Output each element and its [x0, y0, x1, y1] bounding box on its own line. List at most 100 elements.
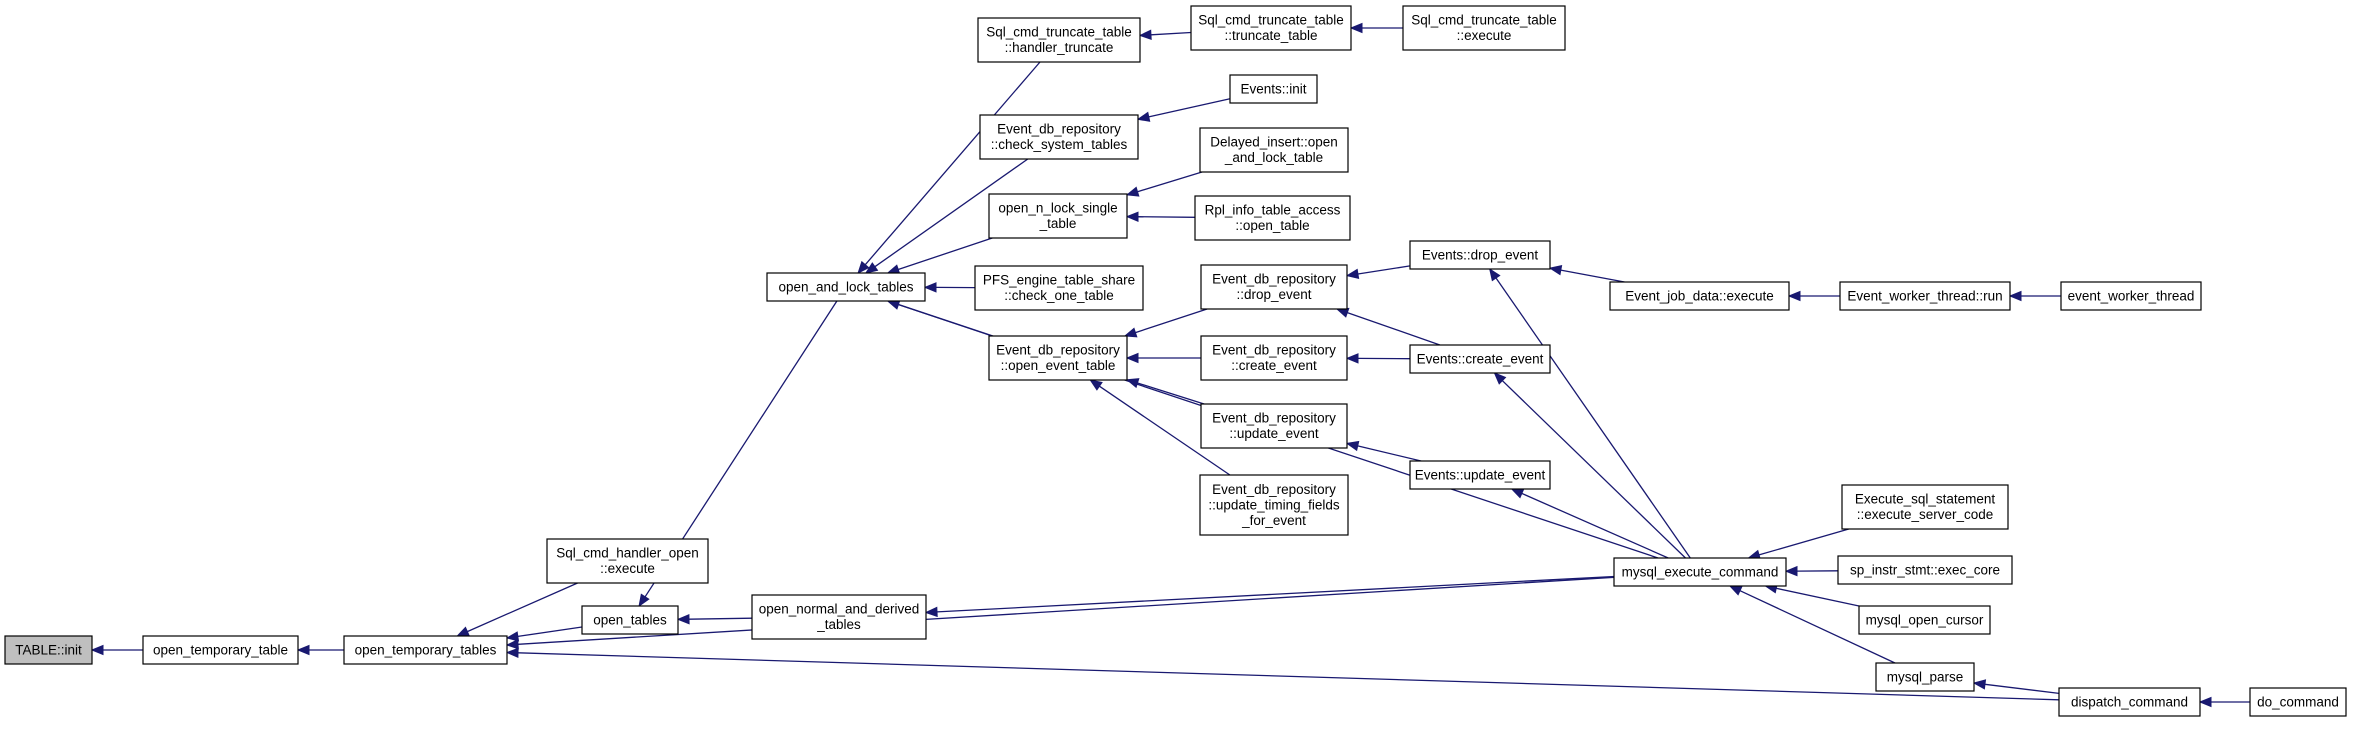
node-label: Events::update_event [1415, 467, 1546, 482]
node-open_tables[interactable]: open_tables [581, 605, 679, 635]
arrowhead-icon [505, 631, 520, 642]
node-execute_sql_statement_execute_server_code[interactable]: Execute_sql_statement::execute_server_co… [1841, 484, 2009, 530]
arrowhead-icon [1125, 186, 1140, 197]
node-label: ::check_system_tables [991, 137, 1128, 152]
node-sql_cmd_handler_open_execute[interactable]: Sql_cmd_handler_open::execute [546, 538, 709, 584]
node-event_db_repository_drop_event[interactable]: Event_db_repository::drop_event [1200, 264, 1348, 310]
node-rpl_info_table_access_open_table[interactable]: Rpl_info_table_access::open_table [1194, 195, 1351, 241]
node-mysql_parse[interactable]: mysql_parse [1875, 662, 1975, 692]
node-box [1609, 281, 1790, 311]
node-label: Event_db_repository [997, 122, 1121, 137]
edge-mysql_execute_command-to-events_drop_event [1488, 267, 1691, 559]
edge-line [936, 575, 1615, 613]
node-dispatch_command[interactable]: dispatch_command [2058, 687, 2201, 717]
node-label: Rpl_info_table_access [1205, 203, 1341, 218]
edge-line [864, 61, 1041, 266]
node-open_temporary_tables[interactable]: open_temporary_tables [343, 635, 508, 665]
arrowhead-icon [924, 606, 938, 618]
edge-event_db_repository_create_event-to-event_db_repository_open_event_table [1125, 352, 1201, 364]
node-label: _tables [816, 617, 861, 632]
node-box [1199, 127, 1349, 173]
edge-line [1137, 216, 1196, 218]
edge-line [517, 576, 1615, 645]
node-event_db_repository_check_system_tables[interactable]: Event_db_repository::check_system_tables [979, 114, 1139, 160]
arrowhead-icon [1493, 372, 1507, 385]
node-pfs_engine_table_share_check_one_table[interactable]: PFS_engine_table_share::check_one_table [974, 265, 1144, 311]
arrowhead-icon [1972, 679, 1987, 690]
node-event_db_repository_update_event[interactable]: Event_db_repository::update_event [1200, 403, 1348, 449]
arrowhead-icon [1787, 290, 1801, 302]
arrowhead-icon [1335, 307, 1350, 318]
node-event_worker_thread[interactable]: event_worker_thread [2060, 281, 2202, 311]
node-box [2249, 687, 2347, 717]
node-label: Event_db_repository [1212, 411, 1336, 426]
node-box [1229, 74, 1318, 104]
arrowhead-icon [505, 647, 519, 659]
node-event_worker_thread_run[interactable]: Event_worker_thread::run [1839, 281, 2011, 311]
node-box [1190, 5, 1352, 51]
node-box [343, 635, 508, 665]
node-mysql_open_cursor[interactable]: mysql_open_cursor [1858, 605, 1991, 635]
node-box [1839, 281, 2011, 311]
node-open_normal_and_derived_tables[interactable]: open_normal_and_derived_tables [751, 594, 927, 640]
edge-events_create_event-to-event_db_repository_create_event [1345, 353, 1411, 364]
call-nodes: TABLE::init open_temporary_table open_temp… [4, 5, 2347, 717]
node-events_init[interactable]: Events::init [1229, 74, 1318, 104]
node-table_init[interactable]: TABLE::init [4, 635, 93, 665]
node-label: do_command [2257, 694, 2339, 709]
node-sp_instr_stmt_exec_core[interactable]: sp_instr_stmt::exec_core [1837, 555, 2013, 585]
node-sql_cmd_truncate_table_handler_truncate[interactable]: Sql_cmd_truncate_table::handler_truncate [977, 17, 1141, 63]
node-label: ::open_table [1235, 218, 1309, 233]
node-box [581, 605, 679, 635]
edge-line [1099, 385, 1231, 476]
node-label: Event_db_repository [996, 343, 1120, 358]
node-do_command[interactable]: do_command [2249, 687, 2347, 717]
node-box [988, 193, 1128, 239]
node-label: Events::create_event [1417, 351, 1544, 366]
edge-line [1357, 445, 1422, 462]
node-events_create_event[interactable]: Events::create_event [1409, 344, 1551, 374]
node-open_temporary_table[interactable]: open_temporary_table [142, 635, 299, 665]
node-open_and_lock_tables[interactable]: open_and_lock_tables [766, 272, 926, 302]
node-label: mysql_execute_command [1622, 564, 1779, 579]
arrowhead-icon [1345, 353, 1359, 364]
node-event_db_repository_open_event_table[interactable]: Event_db_repository::open_event_table [988, 335, 1128, 381]
node-event_db_repository_update_timing_fields_for_event[interactable]: Event_db_repository::update_timing_field… [1199, 474, 1349, 536]
node-label: ::handler_truncate [1005, 40, 1114, 55]
edge-event_worker_thread-to-event_worker_thread_run [2008, 290, 2061, 302]
node-label: mysql_parse [1887, 669, 1964, 684]
node-sql_cmd_truncate_table_truncate_table[interactable]: Sql_cmd_truncate_table::truncate_table [1190, 5, 1352, 51]
node-box [2058, 687, 2201, 717]
node-events_update_event[interactable]: Events::update_event [1409, 460, 1551, 490]
edge-sql_cmd_handler_open_execute-to-open_temporary_tables [456, 582, 578, 637]
edge-line [1521, 492, 1669, 559]
node-label: ::check_one_table [1004, 288, 1114, 303]
edge-do_command-to-dispatch_command [2198, 696, 2250, 708]
edge-line [1758, 528, 1849, 556]
arrowhead-icon [2008, 290, 2022, 302]
arrowhead-icon [1349, 22, 1363, 34]
node-event_db_repository_create_event[interactable]: Event_db_repository::create_event [1200, 335, 1348, 381]
node-mysql_execute_command[interactable]: mysql_execute_command [1613, 557, 1787, 587]
node-box [1875, 662, 1975, 692]
node-box [1613, 557, 1787, 587]
arrowhead-icon [90, 644, 104, 656]
node-box [4, 635, 93, 665]
edge-line [467, 582, 578, 633]
node-delayed_insert_open_and_lock_table[interactable]: Delayed_insert::open_and_lock_table [1199, 127, 1349, 173]
node-events_drop_event[interactable]: Events::drop_event [1409, 240, 1551, 270]
edge-mysql_execute_command-to-open_normal_and_derived_tables [924, 575, 1615, 618]
edge-events_update_event-to-event_db_repository_update_event [1345, 440, 1422, 462]
node-label: Sql_cmd_truncate_table [1198, 13, 1344, 28]
node-open_n_lock_single_table[interactable]: open_n_lock_single_table [988, 193, 1128, 239]
edge-line [1137, 171, 1203, 193]
edge-event_db_repository_update_timing_fields_for_event-to-event_db_repository_open_event_table [1089, 379, 1231, 476]
node-label: TABLE::init [15, 642, 82, 657]
node-label: dispatch_command [2071, 694, 2188, 709]
node-sql_cmd_truncate_table_execute[interactable]: Sql_cmd_truncate_table::execute [1402, 5, 1566, 51]
node-label: open_and_lock_tables [778, 279, 913, 294]
edge-pfs_engine_table_share_check_one_table-to-open_and_lock_tables [923, 282, 976, 293]
edge-line [1560, 269, 1625, 283]
edge-open_normal_and_derived_tables-to-open_tables [676, 613, 753, 625]
node-event_job_data_execute[interactable]: Event_job_data::execute [1609, 281, 1790, 311]
